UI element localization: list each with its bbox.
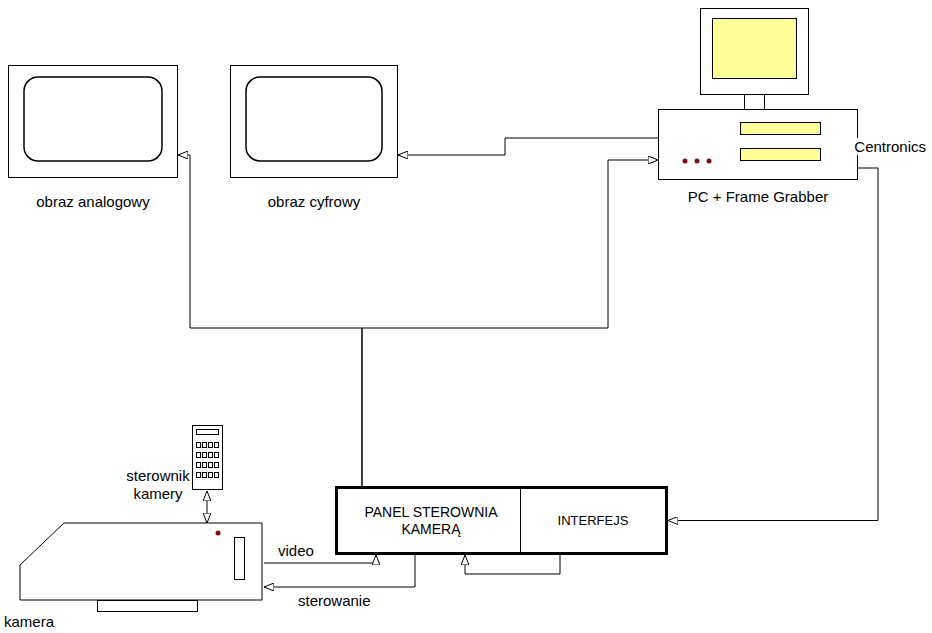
monitor-screen	[24, 77, 162, 161]
drive-slot	[741, 149, 821, 161]
signal-connector	[465, 555, 560, 574]
pc-screen	[713, 19, 797, 79]
signal-connector	[264, 555, 415, 587]
control-panel: PANEL STEROWNIA KAMERĄINTERFEJS	[335, 486, 668, 555]
node-label: sterownik kamery	[125, 467, 191, 503]
monitor-case	[9, 66, 178, 178]
digital-monitor-art	[230, 65, 398, 179]
pc-frame-grabber: PC + Frame Grabber	[658, 8, 858, 208]
pc-monitor	[701, 9, 809, 95]
pc-frame-grabber-art	[658, 8, 858, 183]
digital-monitor: obraz cyfrowy	[230, 65, 398, 215]
signal-connector	[668, 168, 878, 521]
node-label: kamera	[4, 613, 64, 631]
drive-slot	[741, 123, 821, 135]
connector-label: sterowanie	[296, 592, 373, 609]
node-label: obraz analogowy	[8, 193, 178, 211]
interface-box: INTERFEJS	[520, 489, 665, 552]
pc-case	[659, 110, 858, 180]
node-label: PANEL STEROWNIA KAMERĄ	[346, 489, 516, 552]
analog-monitor-art	[8, 65, 178, 179]
node-label: INTERFEJS	[521, 489, 665, 552]
camera-art	[2, 520, 264, 615]
node-label: PC + Frame Grabber	[658, 188, 858, 206]
connector-label: Centronics	[852, 138, 928, 155]
camera-body	[20, 523, 262, 600]
pc-stand	[745, 95, 765, 110]
node-label: obraz cyfrowy	[230, 193, 398, 211]
camera-led	[216, 531, 221, 536]
camera-mount	[98, 601, 198, 612]
led-dot	[695, 159, 700, 164]
signal-connector	[362, 160, 658, 486]
signal-connector	[207, 491, 208, 523]
analog-monitor: obraz analogowy	[8, 65, 178, 215]
connector-label: video	[276, 542, 316, 559]
led-dot	[683, 159, 688, 164]
camera-remote: sterownik kamery	[125, 425, 225, 491]
camera: kamera	[2, 520, 264, 631]
remote-device	[193, 426, 223, 490]
monitor-case	[231, 66, 398, 178]
camera-window	[235, 538, 245, 580]
led-dot	[707, 159, 712, 164]
monitor-screen	[246, 77, 382, 161]
signal-connector	[398, 138, 658, 155]
